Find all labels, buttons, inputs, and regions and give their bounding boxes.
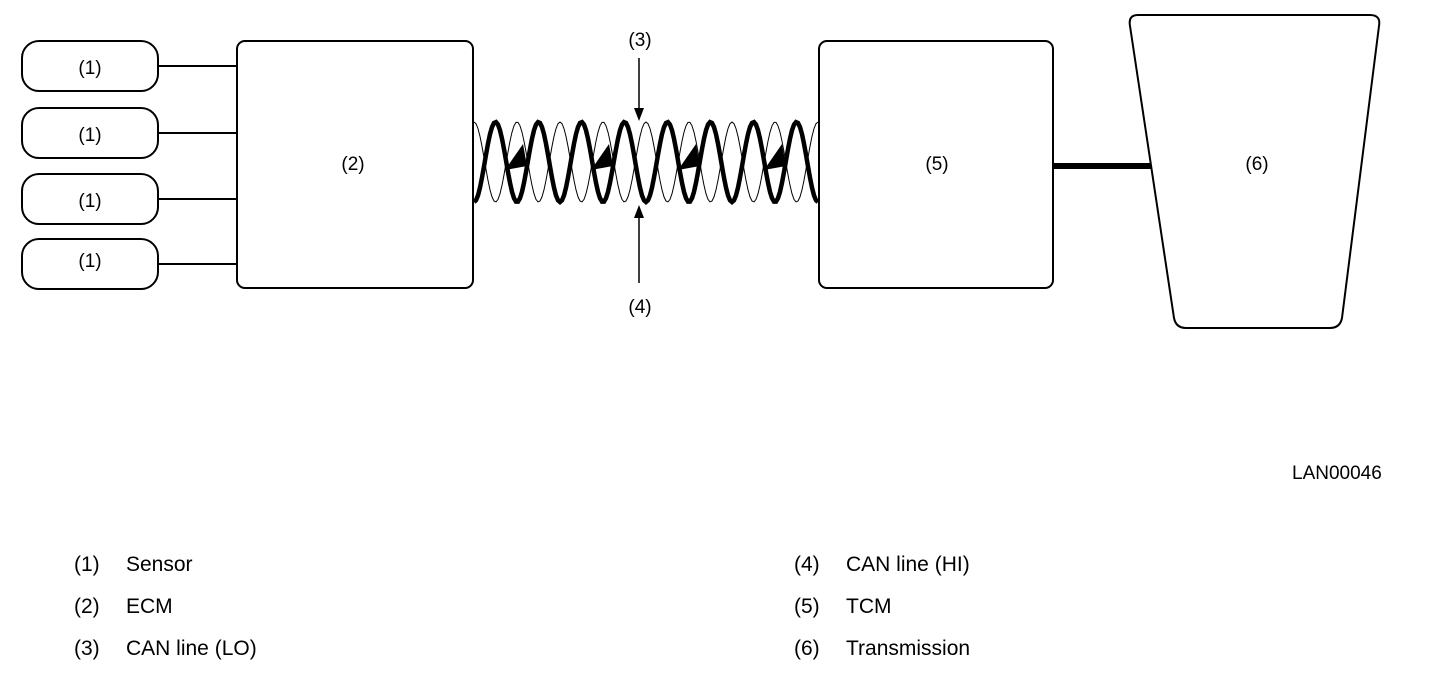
legend-left: (1) Sensor (2) ECM (3) CAN line (LO) bbox=[74, 553, 257, 679]
legend-item: (4) CAN line (HI) bbox=[794, 553, 970, 595]
can-lo-callout: (3) bbox=[628, 30, 652, 121]
legend-item: (5) TCM bbox=[794, 595, 970, 637]
tcm-label: (5) bbox=[925, 154, 948, 175]
can-hi-label: (4) bbox=[628, 297, 651, 318]
signal-arrow-icon bbox=[678, 144, 700, 170]
legend-text: Sensor bbox=[126, 553, 193, 576]
legend-item: (1) Sensor bbox=[74, 553, 257, 595]
sensor-label: (1) bbox=[78, 125, 101, 146]
sensor-label: (1) bbox=[78, 58, 101, 79]
sensor-3: (1) bbox=[21, 173, 159, 225]
tcm-box: (5) bbox=[818, 40, 1054, 289]
legend-number: (2) bbox=[74, 595, 100, 618]
legend-text: ECM bbox=[126, 595, 173, 618]
can-hi-callout: (4) bbox=[628, 205, 652, 318]
can-lo-label: (3) bbox=[628, 30, 651, 51]
legend-item: (3) CAN line (LO) bbox=[74, 637, 257, 679]
legend-number: (6) bbox=[794, 637, 820, 660]
signal-arrow-icon bbox=[505, 144, 527, 170]
can-twisted-pair bbox=[472, 119, 820, 205]
legend-text: CAN line (LO) bbox=[126, 637, 257, 660]
legend-number: (4) bbox=[794, 553, 820, 576]
legend-item: (6) Transmission bbox=[794, 637, 970, 679]
sensor-label: (1) bbox=[78, 191, 101, 212]
legend-text: CAN line (HI) bbox=[846, 553, 970, 576]
signal-arrow-icon bbox=[591, 144, 613, 170]
can-lo-wire bbox=[473, 121, 819, 203]
transmission-label: (6) bbox=[1245, 154, 1268, 175]
legend-right: (4) CAN line (HI) (5) TCM (6) Transmissi… bbox=[794, 553, 970, 679]
signal-arrow-icon bbox=[764, 144, 786, 170]
sensor-1: (1) bbox=[21, 40, 159, 92]
ecm-label: (2) bbox=[341, 154, 364, 175]
figure-code: LAN00046 bbox=[1292, 463, 1382, 484]
legend-number: (3) bbox=[74, 637, 100, 660]
ecm-box: (2) bbox=[236, 40, 474, 289]
sensor-4: (1) bbox=[21, 238, 159, 290]
legend-number: (5) bbox=[794, 595, 820, 618]
sensor-2: (1) bbox=[21, 107, 159, 159]
can-hi-wire bbox=[472, 119, 820, 205]
legend-text: Transmission bbox=[846, 637, 971, 660]
legend-number: (1) bbox=[74, 553, 100, 576]
sensor-label: (1) bbox=[78, 251, 101, 272]
legend-item: (2) ECM bbox=[74, 595, 257, 637]
sensor-wires bbox=[158, 65, 237, 265]
transmission-shape: (6) bbox=[1128, 14, 1381, 329]
legend-text: TCM bbox=[846, 595, 892, 618]
